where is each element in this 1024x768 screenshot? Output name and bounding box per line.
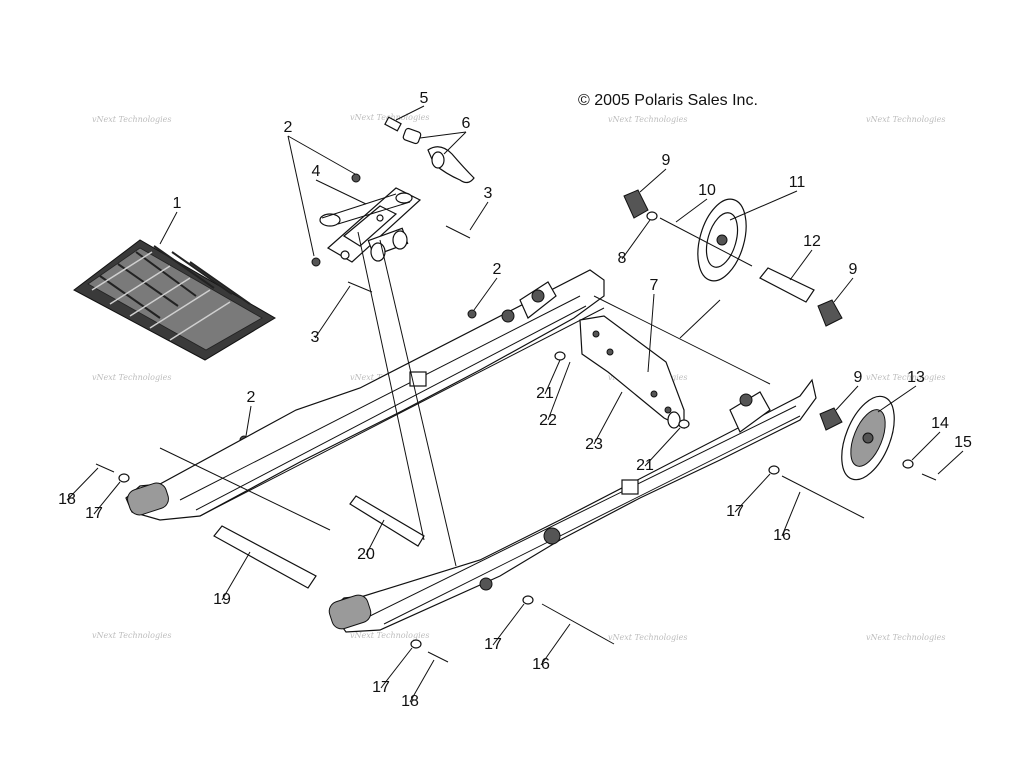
leader-lines <box>66 105 964 703</box>
callout-14: 14 <box>931 415 949 432</box>
watermark: vNext Technologies <box>92 373 171 382</box>
callout-23: 23 <box>585 436 603 453</box>
copyright-notice: © 2005 Polaris Sales Inc. <box>578 92 758 109</box>
shafts-16 <box>541 475 865 645</box>
callout-13: 13 <box>907 369 925 386</box>
watermark: vNext Technologies <box>350 631 429 640</box>
callout-8: 8 <box>618 250 627 267</box>
callout-9: 9 <box>662 152 671 169</box>
watermark: vNext Technologies <box>608 633 687 642</box>
callout-1: 1 <box>173 195 182 212</box>
watermark: vNext Technologies <box>608 115 687 124</box>
callout-4: 4 <box>312 163 321 180</box>
crossshaft-20 <box>349 495 425 547</box>
left-rail <box>125 269 605 521</box>
callout-21: 21 <box>536 385 554 402</box>
callout-17: 17 <box>372 679 390 696</box>
watermark: vNext Technologies <box>92 115 171 124</box>
idler-wheel-11 <box>697 198 747 282</box>
callout-16: 16 <box>773 527 791 544</box>
axle-10 <box>659 217 753 267</box>
callout-10: 10 <box>698 182 716 199</box>
bushings-6 <box>402 127 475 184</box>
front-arm-assembly <box>319 187 422 263</box>
callout-17: 17 <box>726 503 744 520</box>
callout-21: 21 <box>636 457 654 474</box>
watermark: vNext Technologies <box>866 633 945 642</box>
callout-3: 3 <box>484 185 493 202</box>
washers <box>118 351 780 649</box>
callout-9: 9 <box>849 261 858 278</box>
callout-5: 5 <box>420 90 429 107</box>
callout-17: 17 <box>85 505 103 522</box>
bolts-18-15 <box>95 463 937 663</box>
callout-18: 18 <box>401 693 419 710</box>
watermark: vNext Technologies <box>866 115 945 124</box>
washer-14 <box>902 459 914 469</box>
callout-20: 20 <box>357 546 375 563</box>
wheel-caps-9 <box>623 189 843 431</box>
callout-11: 11 <box>789 174 806 191</box>
callout-18: 18 <box>58 491 76 508</box>
callout-17: 17 <box>484 636 502 653</box>
idler-wheel-13 <box>841 395 895 481</box>
callout-7: 7 <box>650 277 659 294</box>
callout-9: 9 <box>854 369 863 386</box>
right-rail <box>328 378 817 633</box>
callout-19: 19 <box>213 591 231 608</box>
callout-2: 2 <box>284 119 293 136</box>
track-section <box>73 239 276 361</box>
callout-15: 15 <box>954 434 972 451</box>
callout-2: 2 <box>493 261 502 278</box>
pivot-pin-5 <box>384 116 402 132</box>
spacer-12 <box>759 267 815 303</box>
bolts-3 <box>347 225 471 293</box>
callout-16: 16 <box>532 656 550 673</box>
callout-6: 6 <box>462 115 471 132</box>
callout-2: 2 <box>247 389 256 406</box>
washer-8 <box>646 211 658 221</box>
watermark: vNext Technologies <box>92 631 171 640</box>
crossshaft-19 <box>213 525 317 589</box>
callout-12: 12 <box>803 233 821 250</box>
callout-22: 22 <box>539 412 557 429</box>
callout-3: 3 <box>311 329 320 346</box>
watermark: vNext Technologies <box>866 373 945 382</box>
